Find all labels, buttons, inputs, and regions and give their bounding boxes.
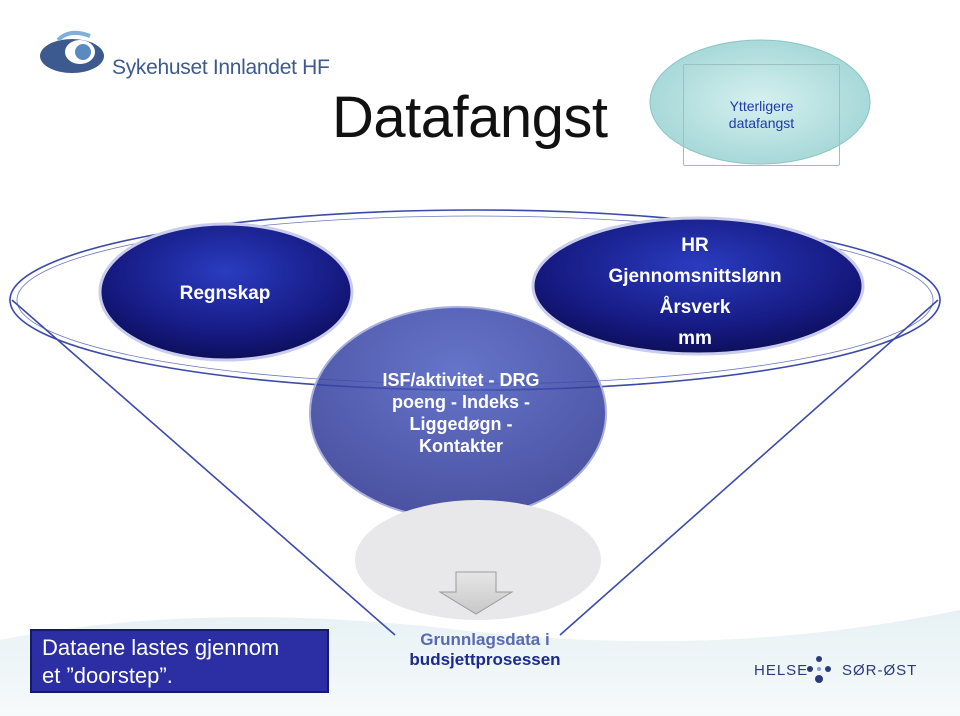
- organization-logo-text: Sykehuset Innlandet HF: [112, 56, 330, 79]
- doorstep-info-box: Dataene lastes gjennom et ”doorstep”.: [30, 629, 329, 693]
- regnskap-oval: [98, 222, 354, 362]
- info-line-1: Dataene lastes gjennom: [42, 635, 280, 660]
- isf-line: ISF/aktivitet - DRG: [382, 370, 540, 390]
- hr-line: HR: [681, 235, 709, 256]
- isf-line: Liggedøgn -: [409, 414, 513, 434]
- hr-line: mm: [678, 328, 712, 349]
- budget-output-label: Grunnlagsdata i budsjettprosessen: [380, 630, 590, 670]
- footer-logo-helse: HELSE: [754, 662, 809, 679]
- extra-oval: [649, 39, 871, 165]
- regnskap-label: Regnskap: [179, 283, 271, 304]
- budget-output-line-2: budsjettprosessen: [409, 650, 561, 669]
- isf-line: Kontakter: [418, 436, 503, 456]
- budget-output-line-1: Grunnlagsdata i: [420, 630, 550, 649]
- hr-line: Årsverk: [659, 297, 731, 318]
- page-title: Datafangst: [332, 85, 608, 150]
- logo-emblem-icon: [40, 30, 104, 73]
- extra-datafangst-button[interactable]: Ytterligere datafangst: [683, 64, 840, 166]
- extra-datafangst-label-2: datafangst: [728, 115, 795, 131]
- helse-dots-icon: [807, 656, 831, 683]
- hr-label-block: HR Gjennomsnittslønn Årsverk mm: [560, 230, 830, 354]
- isf-line: poeng - Indeks -: [391, 392, 530, 412]
- extra-datafangst-label-1: Ytterligere: [729, 98, 794, 114]
- hr-line: Gjennomsnittslønn: [608, 266, 782, 287]
- info-line-2: et ”doorstep”.: [42, 663, 173, 688]
- down-arrow-icon: [438, 571, 514, 615]
- hr-oval: [531, 216, 865, 356]
- bottom-faded-circle: [355, 500, 601, 620]
- footer-logo-sor-ost: SØR-ØST: [842, 662, 918, 679]
- isf-label-block: ISF/aktivitet - DRG poeng - Indeks - Lig…: [336, 369, 586, 457]
